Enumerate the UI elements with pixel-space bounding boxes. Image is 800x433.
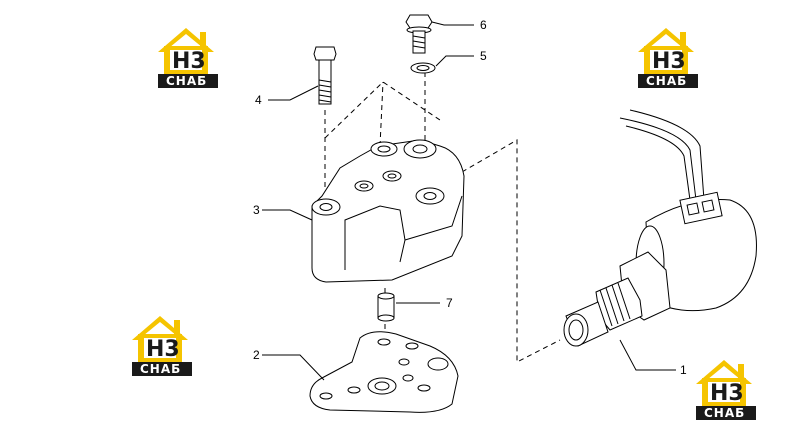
- watermark-caption: СНАБ: [704, 406, 745, 420]
- callout-4: 4: [255, 93, 262, 107]
- watermark-logo-text: H3: [146, 337, 180, 362]
- watermark-logo-text: H3: [710, 381, 744, 406]
- watermark-logo-top-right: H3 СНАБ: [638, 28, 698, 88]
- callout-3: 3: [253, 203, 260, 217]
- callout-5: 5: [480, 49, 487, 63]
- leader-lines: [262, 21, 676, 381]
- watermark-logo-bottom-right: H3 СНАБ: [696, 360, 756, 420]
- callout-labels: 6 5 4 3 7 2 1: [253, 18, 687, 377]
- part-3-valve-housing: [311, 139, 465, 283]
- watermark-logo-top-left: H3 СНАБ: [158, 28, 218, 88]
- callout-6: 6: [480, 18, 487, 32]
- callout-7: 7: [446, 296, 453, 310]
- watermark-caption: СНАБ: [140, 362, 181, 376]
- watermark-logo-text: H3: [172, 49, 206, 74]
- part-2-mounting-plate: [309, 331, 459, 413]
- callout-1: 1: [680, 363, 687, 377]
- watermark-logo-bottom-left: H3 СНАБ: [132, 316, 192, 376]
- part-7-dowel-pin: [377, 292, 395, 322]
- watermark-logo-text: H3: [652, 49, 686, 74]
- part-4-bolt: [313, 46, 337, 105]
- watermark-caption: СНАБ: [166, 74, 207, 88]
- callout-2: 2: [253, 348, 260, 362]
- part-5-washer: [410, 62, 436, 74]
- part-1-solenoid-valve: [563, 109, 757, 347]
- watermark-caption: СНАБ: [646, 74, 687, 88]
- part-6-flange-bolt: [405, 14, 433, 54]
